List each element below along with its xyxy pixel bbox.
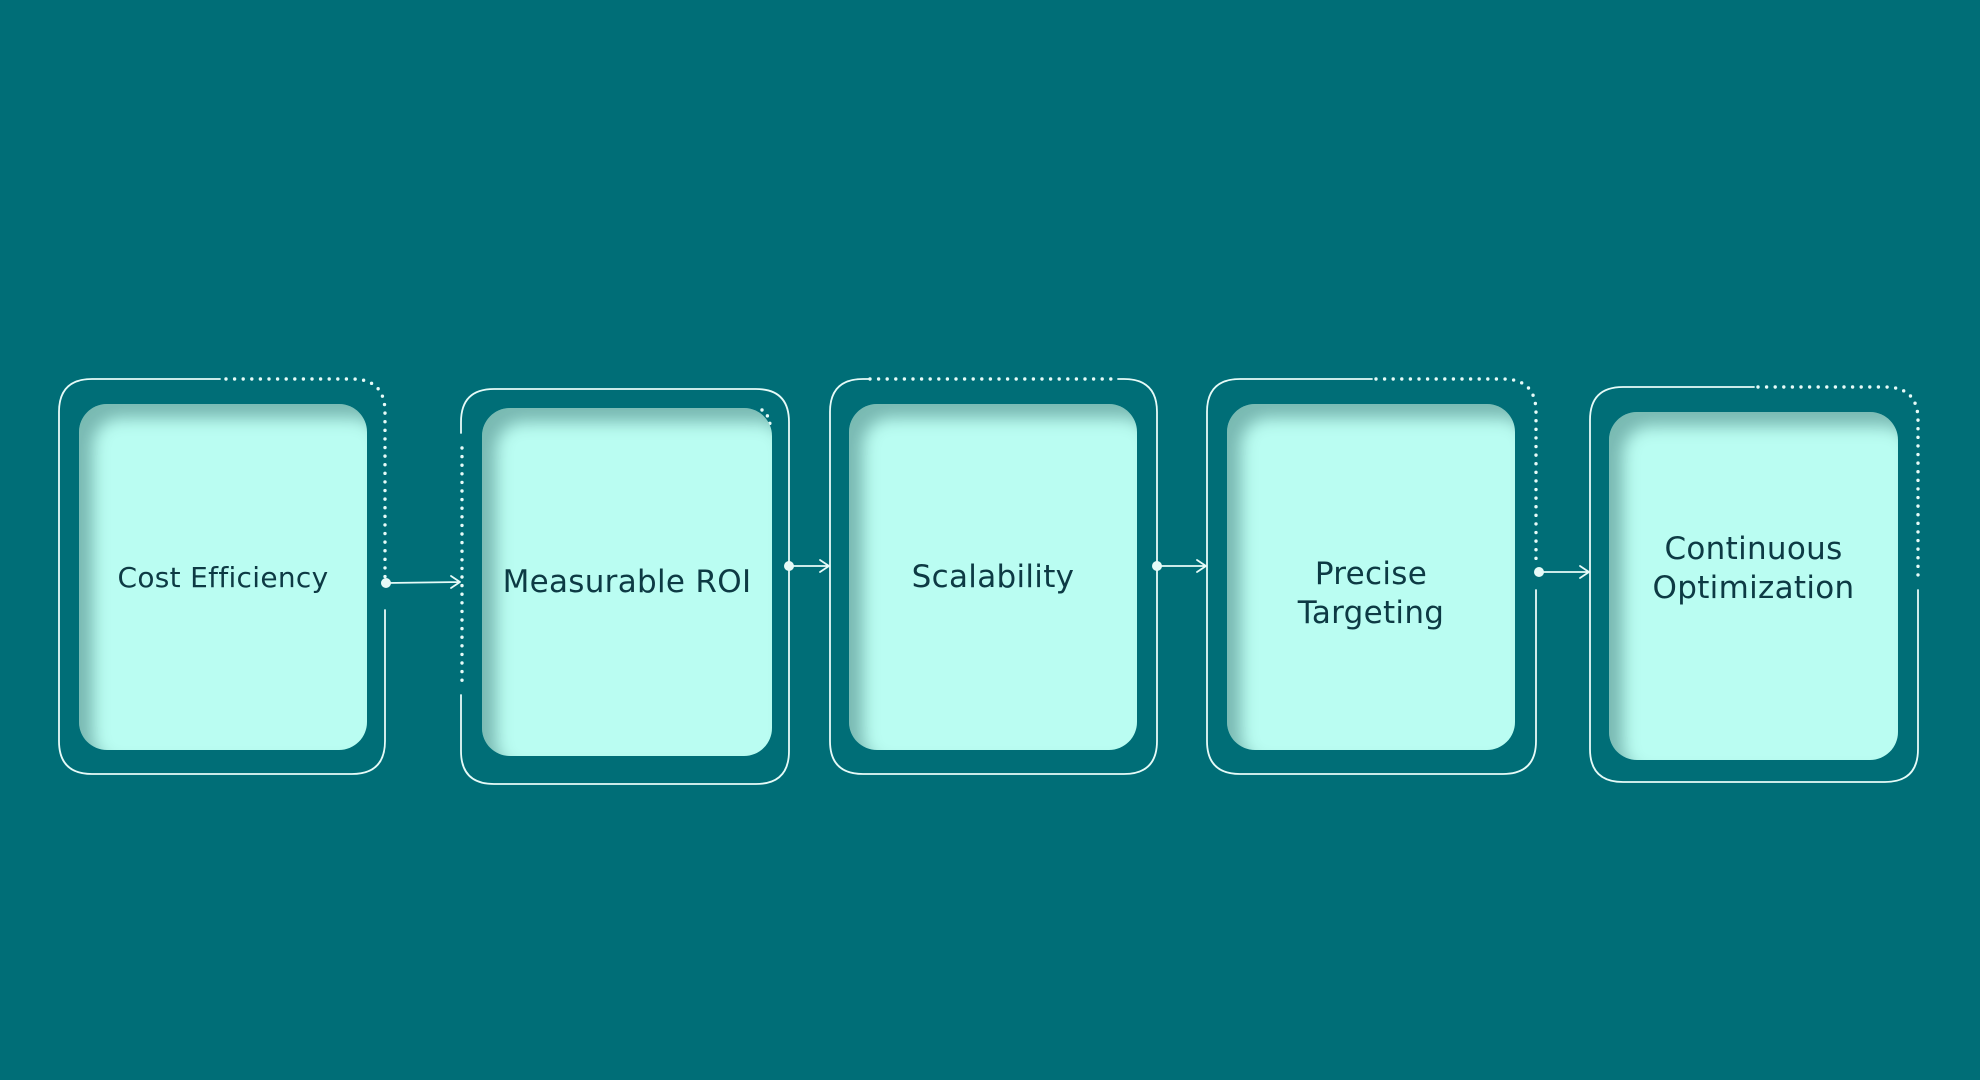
arrow-4-to-5 xyxy=(1538,565,1590,579)
stage-label: Precise Targeting xyxy=(1297,556,1445,631)
stage-label: Continuous Optimization xyxy=(1652,531,1855,606)
stage-card: Continuous Optimization xyxy=(1609,412,1898,760)
arrow-2-to-3 xyxy=(789,559,830,573)
stage-card: Precise Targeting xyxy=(1227,404,1515,750)
arrow-2-start-dot xyxy=(784,561,794,571)
stage-label: Cost Efficiency xyxy=(117,560,329,594)
arrow-1-start-dot xyxy=(381,578,391,588)
stage-card: Cost Efficiency xyxy=(79,404,367,750)
stage-label: Measurable ROI xyxy=(502,563,752,600)
arrow-1-to-2 xyxy=(386,575,461,589)
arrow-3-to-4 xyxy=(1157,559,1207,573)
stage-card: Measurable ROI xyxy=(482,408,772,756)
arrow-4-start-dot xyxy=(1534,567,1544,577)
arrow-3-start-dot xyxy=(1152,561,1162,571)
stage-label: Scalability xyxy=(911,558,1075,595)
stage-card: Scalability xyxy=(849,404,1137,750)
